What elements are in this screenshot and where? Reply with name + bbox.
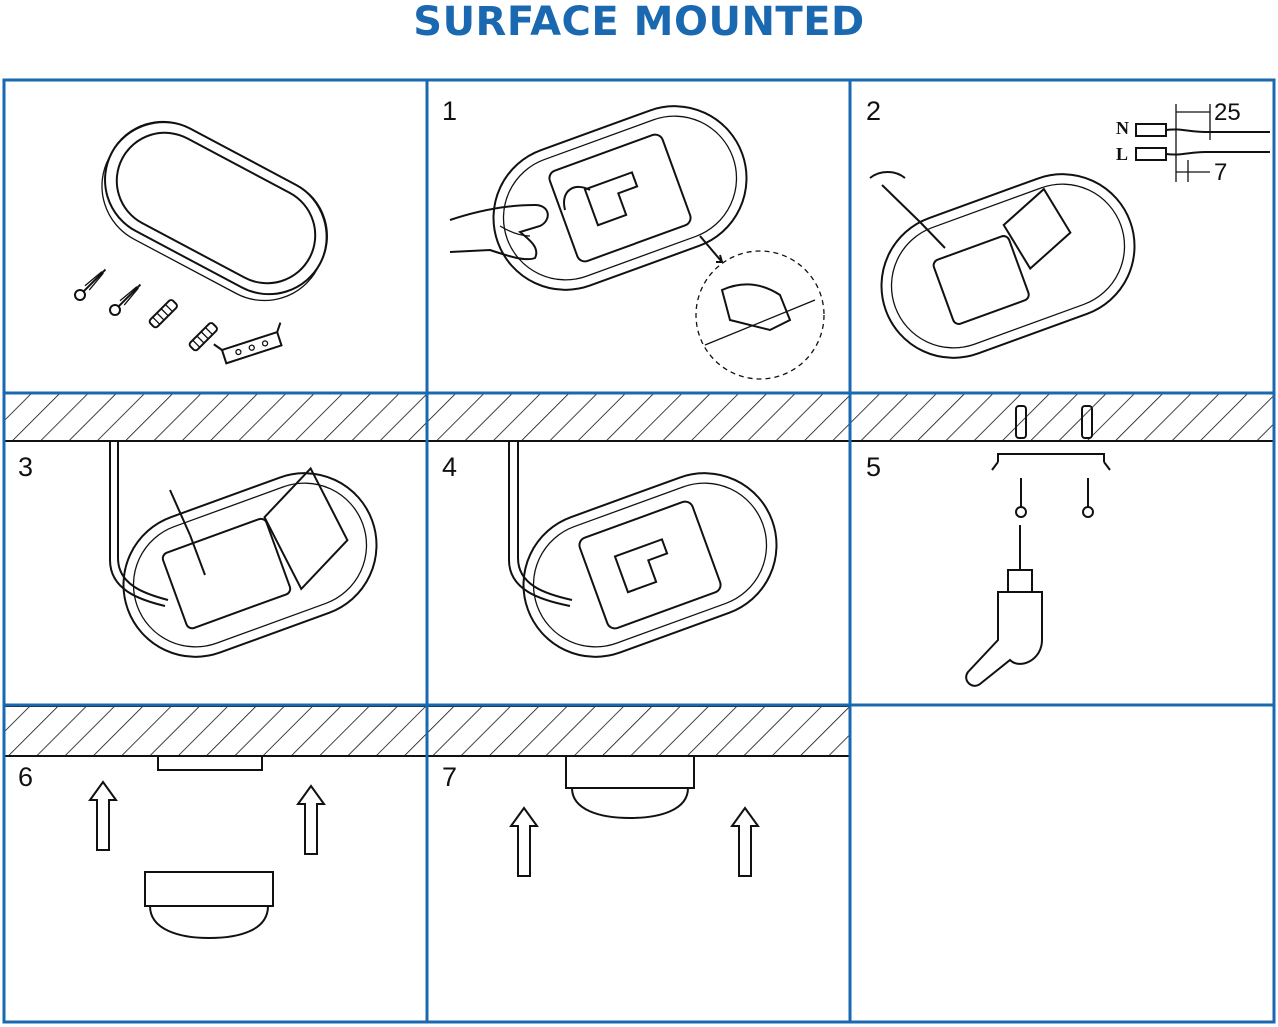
- page-title: SURFACE MOUNTED: [413, 0, 865, 45]
- fixture-open-icon: [122, 466, 378, 658]
- rotate-arrow-icon: [563, 185, 591, 211]
- neutral-label: N: [1116, 118, 1129, 138]
- step-number: 4: [442, 452, 457, 482]
- wall-plug-icon: [188, 322, 218, 352]
- step-number: 2: [866, 96, 881, 126]
- panel-grid: [2, 78, 1276, 1024]
- up-arrow-icon: [730, 806, 760, 877]
- screw-icon: [109, 283, 142, 316]
- step-number: 3: [18, 452, 33, 482]
- terminal-block-icon: [1135, 123, 1167, 137]
- panel-step-2: 2 N L 25 7: [866, 96, 1270, 359]
- panel-step-6: 6: [18, 756, 326, 940]
- panel-step-5: 5: [866, 405, 1111, 687]
- wire-strip-diagram: N L 25 7: [1116, 99, 1270, 186]
- fixture-wiring-icon: [880, 173, 1136, 359]
- wall-plug-icon: [1015, 405, 1027, 439]
- detail-zoom-icon: [695, 250, 825, 380]
- screwdriver-icon: [869, 171, 946, 249]
- arrow-icon: [699, 235, 723, 263]
- hand-icon: [449, 203, 549, 261]
- wall-plug-icon: [1081, 405, 1093, 439]
- panel-step-7: 7: [442, 755, 760, 877]
- open-fixture-icon: [492, 105, 748, 291]
- up-arrow-icon: [509, 806, 539, 877]
- strip-length-label: 25: [1214, 99, 1241, 126]
- ceiling-hatch-row-2: [3, 392, 1275, 442]
- wall-plug-icon: [148, 299, 178, 329]
- strip-tip-label: 7: [1214, 159, 1227, 186]
- mounting-bracket-icon: [157, 756, 263, 771]
- light-fixture-icon: [565, 755, 695, 820]
- drill-icon: [965, 525, 1043, 687]
- panel-step-4: 4: [442, 441, 778, 658]
- up-arrow-icon: [88, 780, 118, 851]
- cable-icon: [109, 441, 166, 607]
- screw-icon: [1082, 478, 1094, 518]
- up-arrow-icon: [296, 784, 326, 855]
- bulkhead-light-icon: [101, 120, 328, 302]
- panel-parts: [74, 120, 328, 365]
- panel-step-3: 3: [18, 441, 378, 658]
- step-number: 7: [442, 762, 457, 792]
- screw-icon: [1015, 478, 1027, 518]
- mounting-bracket-icon: [213, 322, 283, 365]
- closed-fixture-icon: [522, 472, 778, 658]
- step-number: 6: [18, 762, 33, 792]
- mounting-bracket-icon: [991, 453, 1111, 471]
- screwdriver-icon: [169, 489, 206, 576]
- cable-icon: [508, 441, 571, 607]
- panel-step-1: 1: [442, 96, 825, 380]
- step-number: 5: [866, 452, 881, 482]
- live-label: L: [1116, 144, 1128, 164]
- screw-icon: [74, 268, 107, 301]
- light-fixture-icon: [144, 871, 274, 940]
- step-number: 1: [442, 96, 457, 126]
